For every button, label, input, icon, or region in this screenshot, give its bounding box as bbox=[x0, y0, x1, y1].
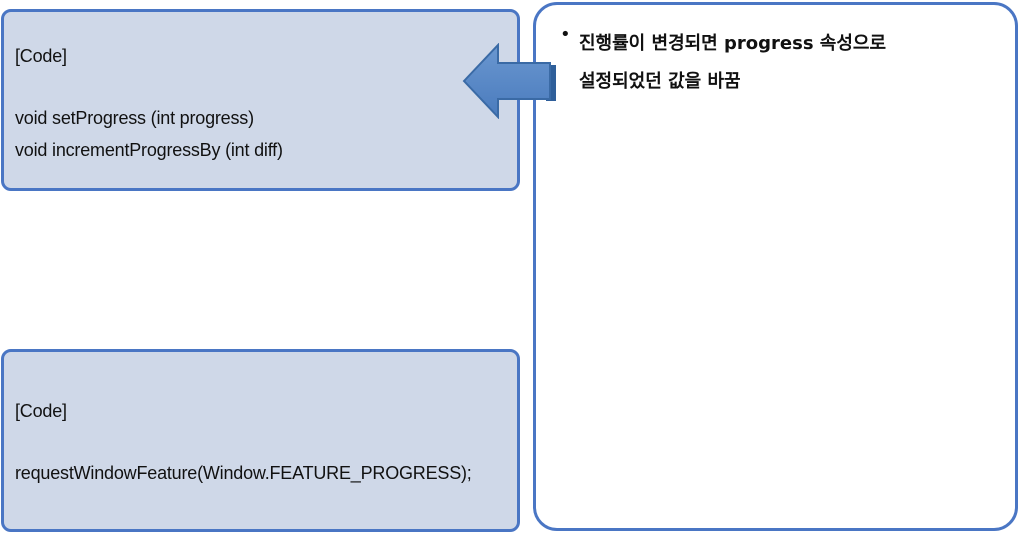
code-line-request-window-feature: requestWindowFeature(Window.FEATURE_PROG… bbox=[15, 463, 472, 483]
code-box-bottom: [Code] requestWindowFeature(Window.FEATU… bbox=[1, 349, 520, 532]
note-line-1: 진행률이 변경되면 progress 속성으로 bbox=[579, 33, 887, 54]
code-box-top: [Code] void setProgress (int progress) v… bbox=[1, 9, 520, 191]
bullet-icon: • bbox=[560, 24, 571, 45]
left-arrow-icon bbox=[462, 43, 556, 119]
note-line-2: 설정되었던 값을 바꿈 bbox=[579, 71, 741, 92]
code-header: [Code] bbox=[15, 401, 67, 421]
code-header: [Code] bbox=[15, 46, 67, 66]
note-box: • 진행률이 변경되면 progress 속성으로 설정되었던 값을 바꿈 bbox=[533, 2, 1018, 531]
code-line-increment-progress: void incrementProgressBy (int diff) bbox=[15, 140, 283, 160]
code-line-set-progress: void setProgress (int progress) bbox=[15, 108, 254, 128]
